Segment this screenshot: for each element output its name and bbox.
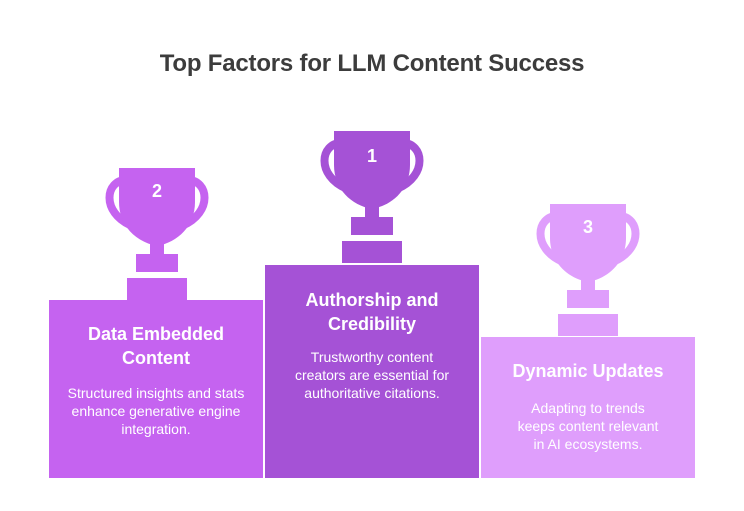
podium-rank-1: Authorship and Credibility Trustworthy c…: [265, 265, 479, 478]
rank-1-label: 1: [367, 146, 377, 166]
podium-heading: Data Embedded Content: [87, 324, 225, 368]
trophy-icon: 2: [105, 168, 209, 300]
podium-description: Trustworthy content creators are essenti…: [294, 349, 450, 401]
podium-rank-2: Data Embedded Content Structured insight…: [49, 300, 263, 478]
trophy-rank-2: 2: [102, 168, 212, 300]
diagram-title: Top Factors for LLM Content Success: [159, 50, 585, 77]
podium-heading: Authorship and Credibility: [305, 290, 439, 334]
podium-description: Structured insights and stats enhance ge…: [67, 385, 245, 437]
podium-rank-3: Dynamic Updates Adapting to trends keeps…: [481, 337, 695, 478]
trophy-rank-1: 1: [317, 131, 427, 263]
rank-3-label: 3: [583, 217, 593, 237]
rank-2-label: 2: [152, 181, 162, 201]
trophy-icon: 1: [320, 131, 424, 263]
trophy-rank-3: 3: [533, 204, 643, 336]
podium-description: Adapting to trends keeps content relevan…: [517, 400, 659, 452]
podium-heading: Dynamic Updates: [512, 361, 664, 381]
trophy-icon: 3: [536, 204, 640, 336]
